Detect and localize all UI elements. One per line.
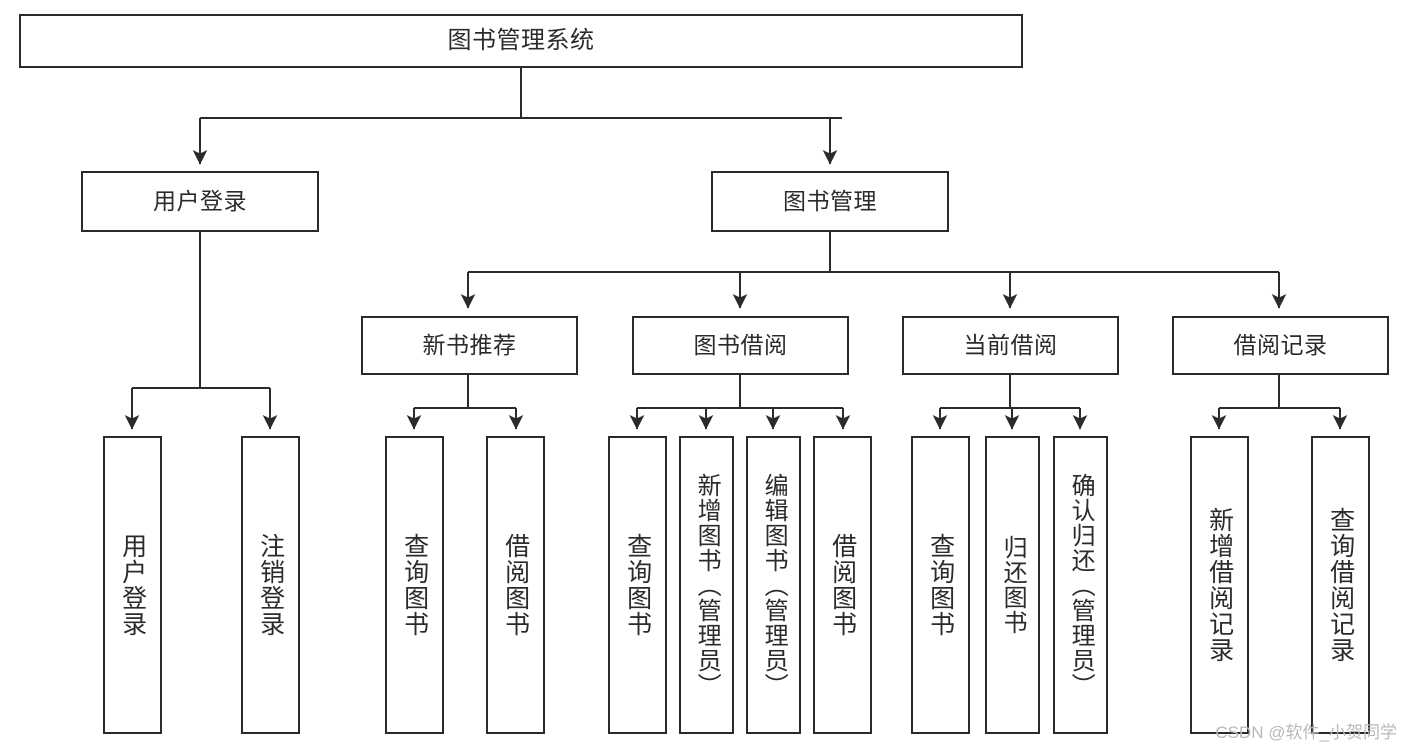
node-leaf-query-book-1-label: 查询图书 xyxy=(400,533,429,637)
node-book-borrow-label: 图书借阅 xyxy=(693,331,788,358)
node-leaf-logout[interactable]: 注销登录 xyxy=(241,436,300,734)
edges-newbook-to-leaves xyxy=(406,375,524,430)
edges-currentborrow-to-leaves xyxy=(932,375,1088,430)
node-leaf-add-book-label: 新增图书（管理员） xyxy=(693,472,721,698)
node-leaf-add-record-label: 新增借阅记录 xyxy=(1205,507,1234,663)
node-leaf-return-book[interactable]: 归还图书 xyxy=(985,436,1040,734)
edges-userlogin-to-leaves xyxy=(124,232,278,430)
node-leaf-confirm-return-label: 确认归还（管理员） xyxy=(1067,472,1095,698)
node-borrow-record[interactable]: 借阅记录 xyxy=(1172,316,1389,375)
node-book-borrow[interactable]: 图书借阅 xyxy=(632,316,849,375)
node-leaf-query-book-3-label: 查询图书 xyxy=(926,533,955,637)
node-leaf-user-login[interactable]: 用户登录 xyxy=(103,436,162,734)
node-leaf-query-book-2[interactable]: 查询图书 xyxy=(608,436,667,734)
node-root[interactable]: 图书管理系统 xyxy=(19,14,1023,68)
node-book-manage-label: 图书管理 xyxy=(783,187,877,214)
node-leaf-query-book-3[interactable]: 查询图书 xyxy=(911,436,970,734)
node-borrow-record-label: 借阅记录 xyxy=(1233,331,1328,358)
edges-root-to-level1 xyxy=(192,68,842,165)
node-new-book-recommend-label: 新书推荐 xyxy=(422,331,517,358)
node-leaf-borrow-book-2[interactable]: 借阅图书 xyxy=(813,436,872,734)
node-leaf-return-book-label: 归还图书 xyxy=(999,535,1027,635)
edges-borrowrecord-to-leaves xyxy=(1211,375,1348,430)
node-user-login[interactable]: 用户登录 xyxy=(81,171,319,232)
node-current-borrow[interactable]: 当前借阅 xyxy=(902,316,1119,375)
node-leaf-add-record[interactable]: 新增借阅记录 xyxy=(1190,436,1249,734)
edges-bookmanage-to-level2 xyxy=(460,232,1287,309)
node-leaf-borrow-book-2-label: 借阅图书 xyxy=(828,533,857,637)
node-leaf-borrow-book-1[interactable]: 借阅图书 xyxy=(486,436,545,734)
node-leaf-edit-book-label: 编辑图书（管理员） xyxy=(760,472,788,698)
node-leaf-edit-book[interactable]: 编辑图书（管理员） xyxy=(746,436,801,734)
node-user-login-label: 用户登录 xyxy=(153,187,247,214)
node-book-manage[interactable]: 图书管理 xyxy=(711,171,949,232)
node-leaf-logout-label: 注销登录 xyxy=(256,533,285,637)
node-leaf-add-book[interactable]: 新增图书（管理员） xyxy=(679,436,734,734)
node-leaf-query-record-label: 查询借阅记录 xyxy=(1326,507,1355,663)
node-leaf-query-book-2-label: 查询图书 xyxy=(623,533,652,637)
node-new-book-recommend[interactable]: 新书推荐 xyxy=(361,316,578,375)
node-leaf-user-login-label: 用户登录 xyxy=(118,533,147,637)
edges-bookborrow-to-leaves xyxy=(629,375,851,430)
node-leaf-query-book-1[interactable]: 查询图书 xyxy=(385,436,444,734)
node-leaf-query-record[interactable]: 查询借阅记录 xyxy=(1311,436,1370,734)
node-current-borrow-label: 当前借阅 xyxy=(963,331,1058,358)
node-leaf-borrow-book-1-label: 借阅图书 xyxy=(501,533,530,637)
node-leaf-confirm-return[interactable]: 确认归还（管理员） xyxy=(1053,436,1108,734)
node-root-label: 图书管理系统 xyxy=(447,26,595,54)
